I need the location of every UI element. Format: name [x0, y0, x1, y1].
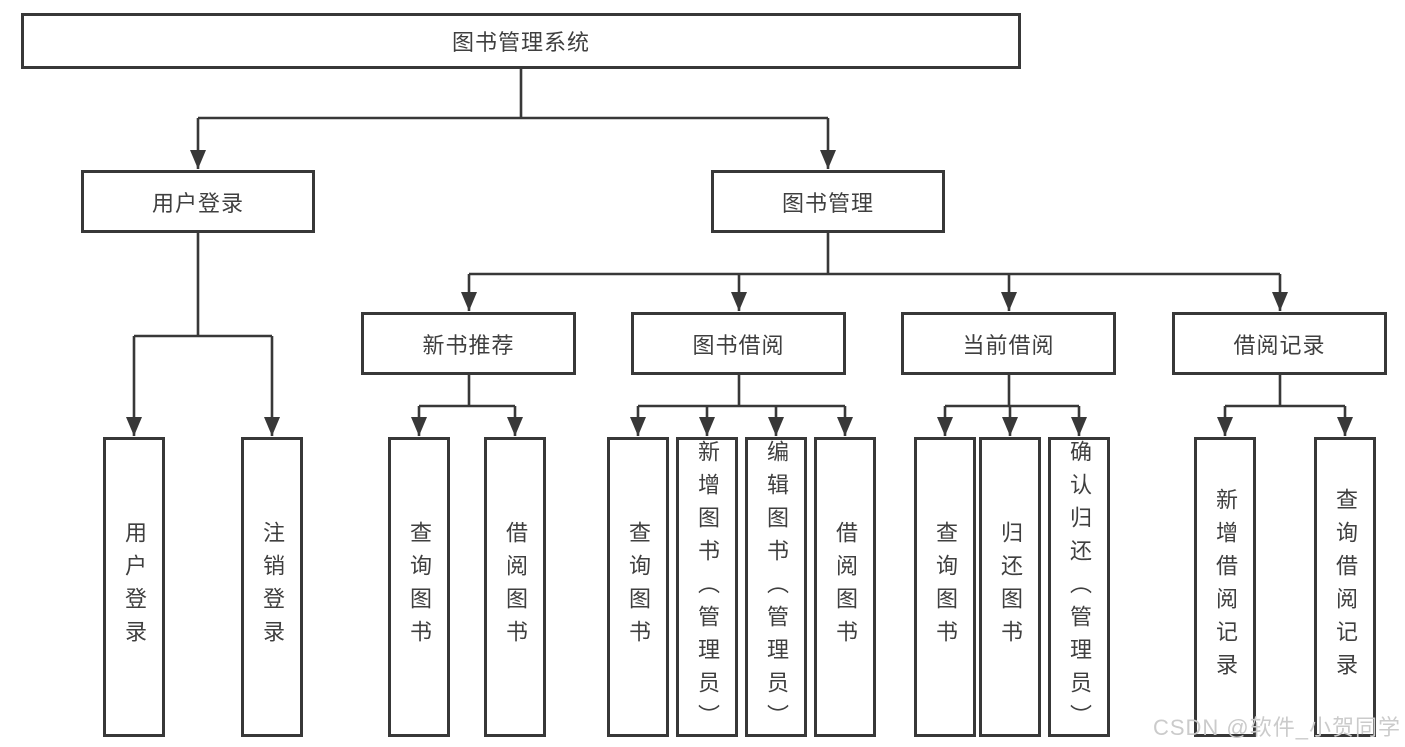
node-leaf-user-login: 用户登录	[103, 437, 165, 737]
node-leaf-edit-books-admin: 编辑图书（管理员）	[745, 437, 807, 737]
node-leaf-add-books-admin: 新增图书（管理员）	[676, 437, 738, 737]
node-new-book-recommendation: 新书推荐	[361, 312, 576, 375]
node-leaf-logout: 注销登录	[241, 437, 303, 737]
node-leaf-query-books-recommend: 查询图书	[388, 437, 450, 737]
wire-current-borrowing-bus	[945, 375, 1079, 408]
wire-user-login-bus	[134, 233, 272, 338]
node-leaf-return-books: 归还图书	[979, 437, 1041, 737]
node-leaf-query-books-current: 查询图书	[914, 437, 976, 737]
node-user-login: 用户登录	[81, 170, 315, 233]
wire-borrowing-records-bus	[1225, 375, 1345, 408]
node-borrowing-records: 借阅记录	[1172, 312, 1387, 375]
node-leaf-borrow-books: 借阅图书	[814, 437, 876, 737]
node-leaf-query-books-borrowing: 查询图书	[607, 437, 669, 737]
node-leaf-query-borrow-record: 查询借阅记录	[1314, 437, 1376, 737]
wire-new-book-bus	[419, 375, 515, 408]
wire-root-bus	[198, 69, 828, 120]
wire-book-management-bus	[469, 233, 1280, 276]
node-current-borrowing: 当前借阅	[901, 312, 1116, 375]
node-book-management: 图书管理	[711, 170, 945, 233]
node-leaf-add-borrow-record: 新增借阅记录	[1194, 437, 1256, 737]
wire-book-borrowing-bus	[638, 375, 845, 408]
node-leaf-confirm-return-admin: 确认归还（管理员）	[1048, 437, 1110, 737]
node-leaf-borrow-books-recommend: 借阅图书	[484, 437, 546, 737]
node-root: 图书管理系统	[21, 13, 1021, 69]
node-book-borrowing: 图书借阅	[631, 312, 846, 375]
